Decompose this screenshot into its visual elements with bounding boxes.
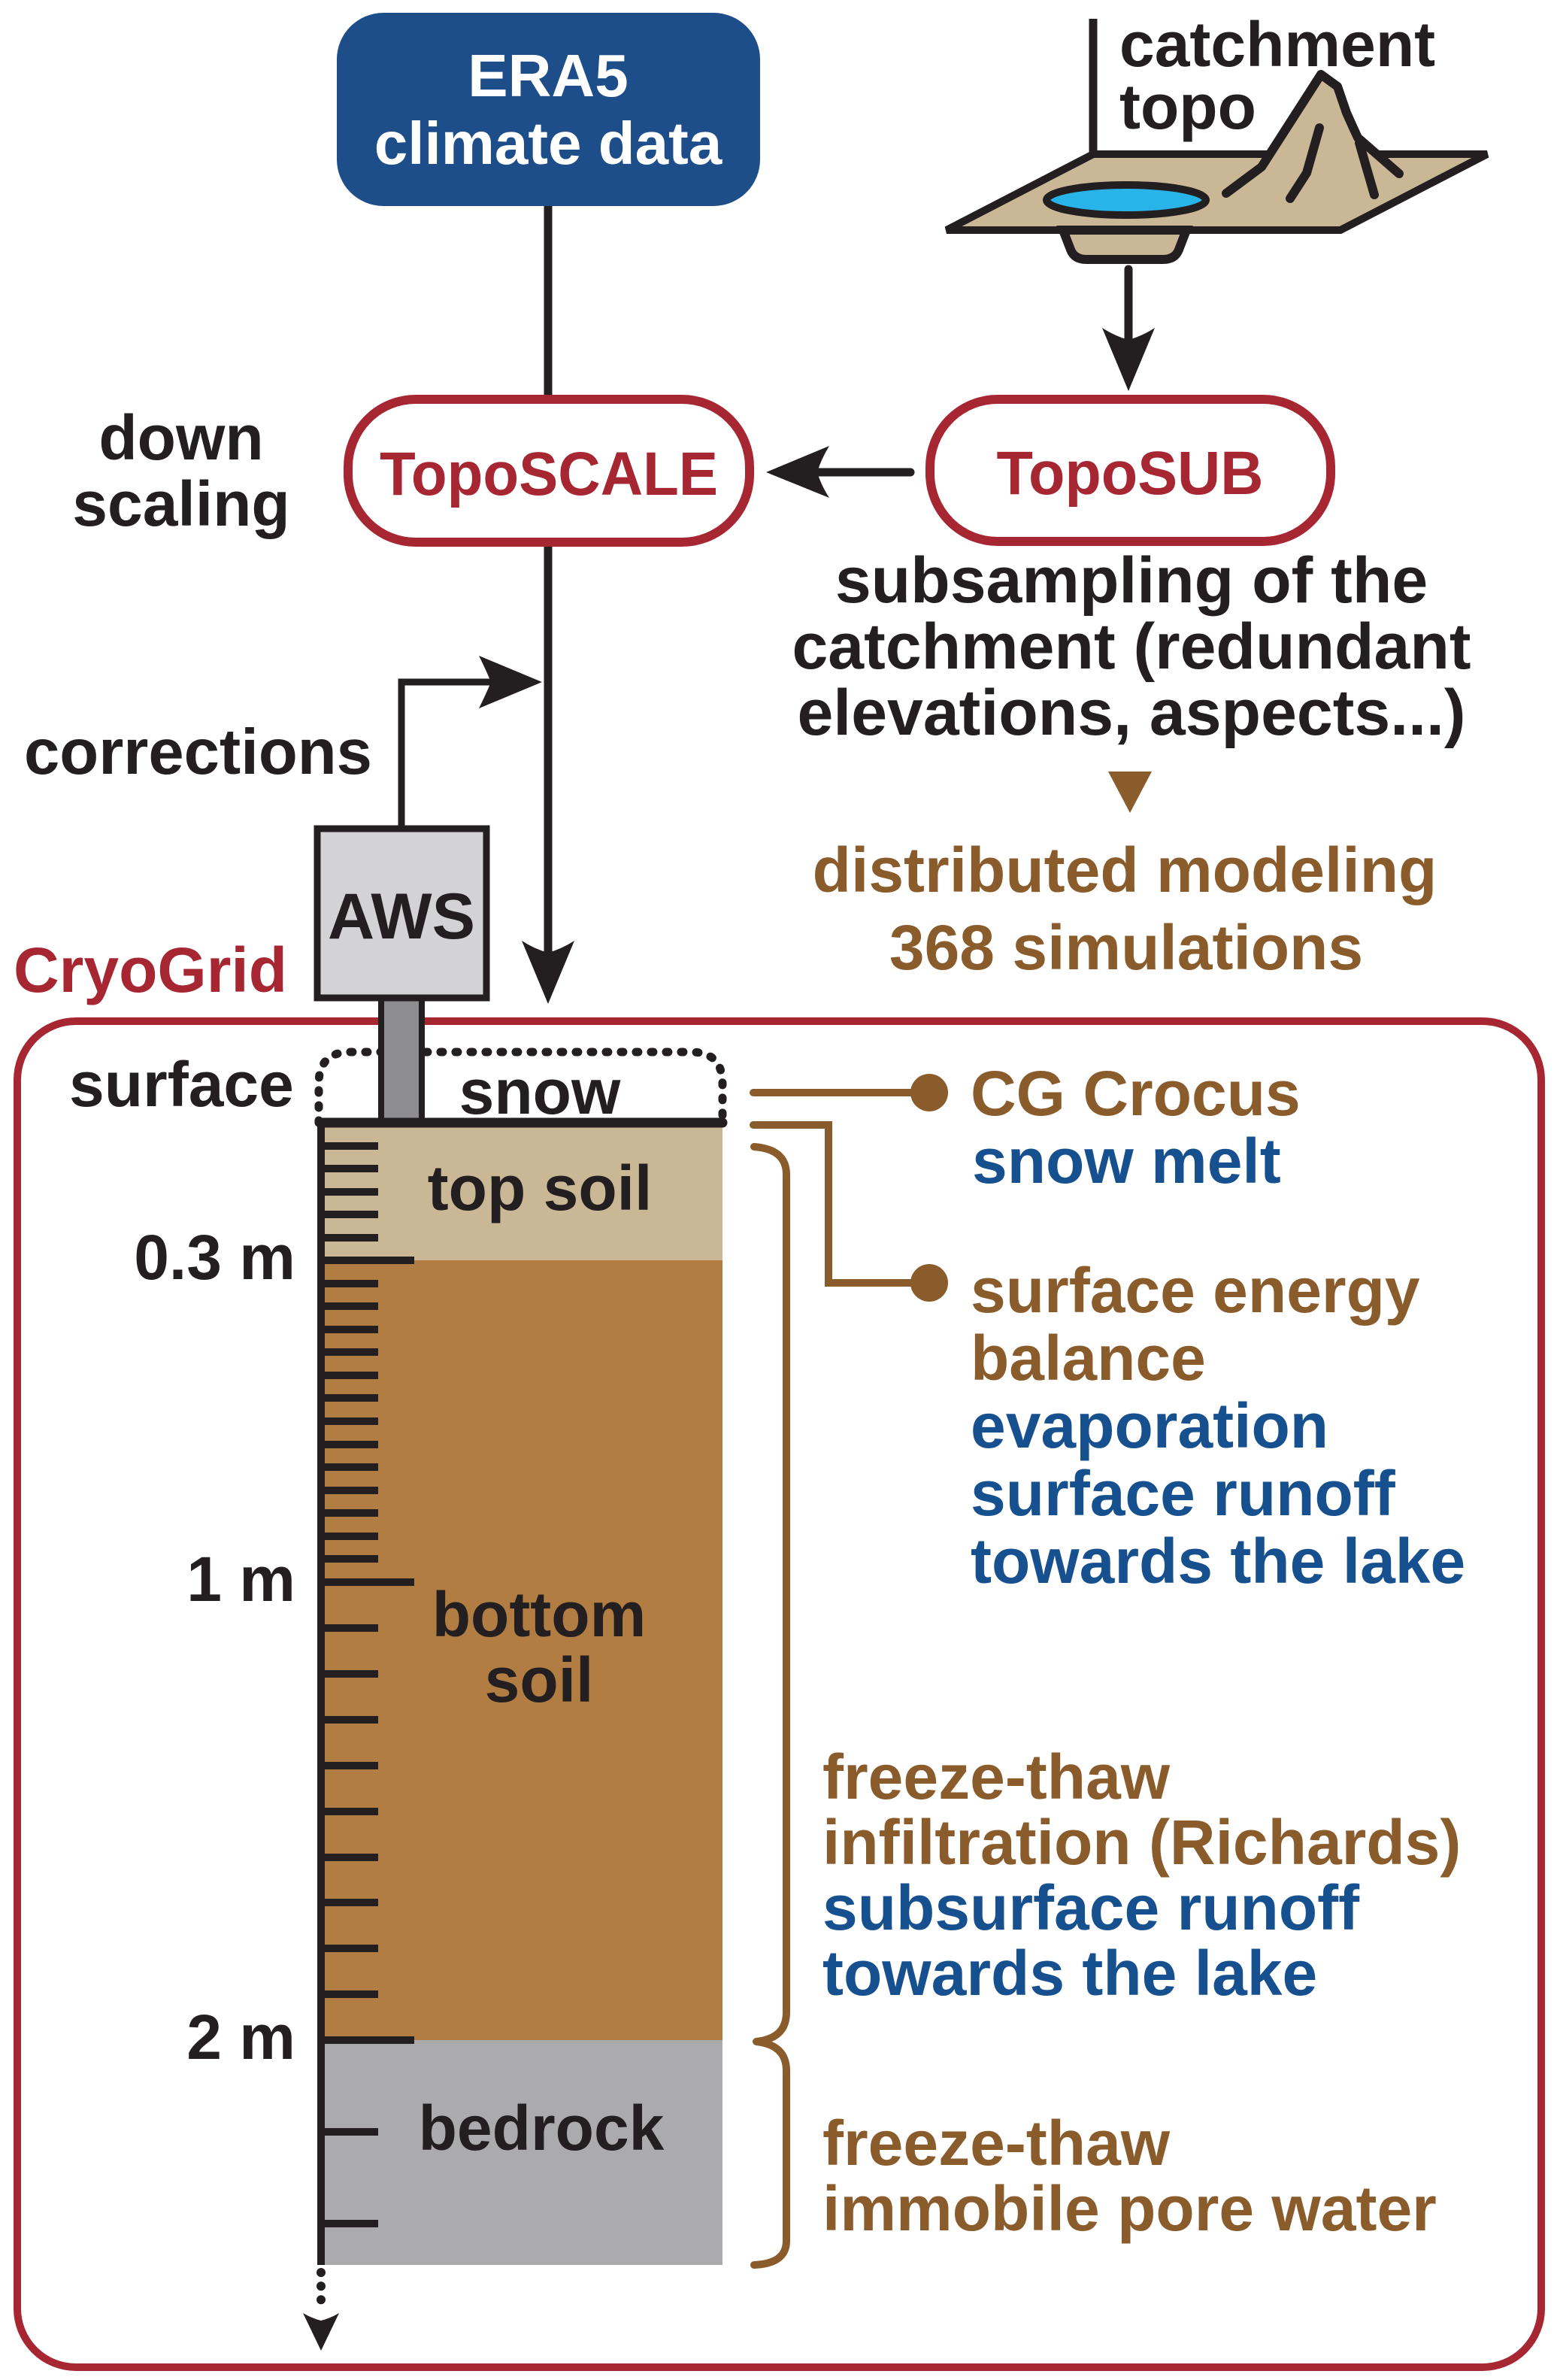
svg-text:subsampling of the: subsampling of the	[835, 544, 1428, 617]
svg-text:1 m: 1 m	[186, 1544, 295, 1614]
svg-text:CG Crocus: CG Crocus	[971, 1058, 1301, 1129]
svg-text:snow melt: snow melt	[972, 1126, 1281, 1196]
svg-text:towards the lake: towards the lake	[822, 1938, 1317, 2009]
svg-text:TopoSUB: TopoSUB	[997, 439, 1264, 508]
svg-text:TopoSCALE: TopoSCALE	[380, 440, 718, 508]
svg-text:snow: snow	[459, 1057, 621, 1127]
svg-text:catchment (redundant: catchment (redundant	[792, 611, 1471, 683]
svg-text:freeze-thaw: freeze-thaw	[822, 1742, 1171, 1812]
svg-text:infiltration (Richards): infiltration (Richards)	[822, 1807, 1461, 1878]
svg-text:soil: soil	[485, 1645, 594, 1715]
svg-text:AWS: AWS	[328, 881, 475, 953]
svg-text:2 m: 2 m	[186, 2002, 295, 2072]
svg-text:bedrock: bedrock	[419, 2093, 665, 2163]
svg-text:evaporation: evaporation	[971, 1390, 1328, 1461]
svg-text:368 simulations: 368 simulations	[889, 912, 1363, 983]
svg-text:distributed modeling: distributed modeling	[813, 835, 1437, 905]
svg-text:immobile pore water: immobile pore water	[822, 2173, 1437, 2244]
svg-text:freeze-thaw: freeze-thaw	[822, 2108, 1171, 2178]
svg-text:elevations, aspects...): elevations, aspects...)	[797, 677, 1465, 749]
svg-text:bottom: bottom	[432, 1579, 647, 1650]
svg-text:0.3 m: 0.3 m	[134, 1222, 295, 1293]
svg-text:surface energy: surface energy	[971, 1255, 1420, 1326]
svg-text:towards the lake: towards the lake	[971, 1526, 1465, 1596]
svg-text:down: down	[98, 402, 263, 473]
svg-text:surface runoff: surface runoff	[971, 1458, 1396, 1529]
svg-text:corrections: corrections	[24, 717, 372, 788]
svg-text:ERA5: ERA5	[468, 42, 628, 109]
svg-text:surface: surface	[69, 1049, 294, 1120]
svg-text:catchment: catchment	[1119, 9, 1435, 80]
svg-text:balance: balance	[971, 1323, 1206, 1393]
svg-text:scaling: scaling	[72, 468, 289, 539]
svg-text:climate data: climate data	[374, 110, 722, 177]
svg-text:CryoGrid: CryoGrid	[14, 935, 287, 1005]
svg-text:topo: topo	[1119, 71, 1256, 142]
svg-text:top soil: top soil	[428, 1153, 653, 1223]
svg-text:subsurface runoff: subsurface runoff	[822, 1872, 1360, 1943]
